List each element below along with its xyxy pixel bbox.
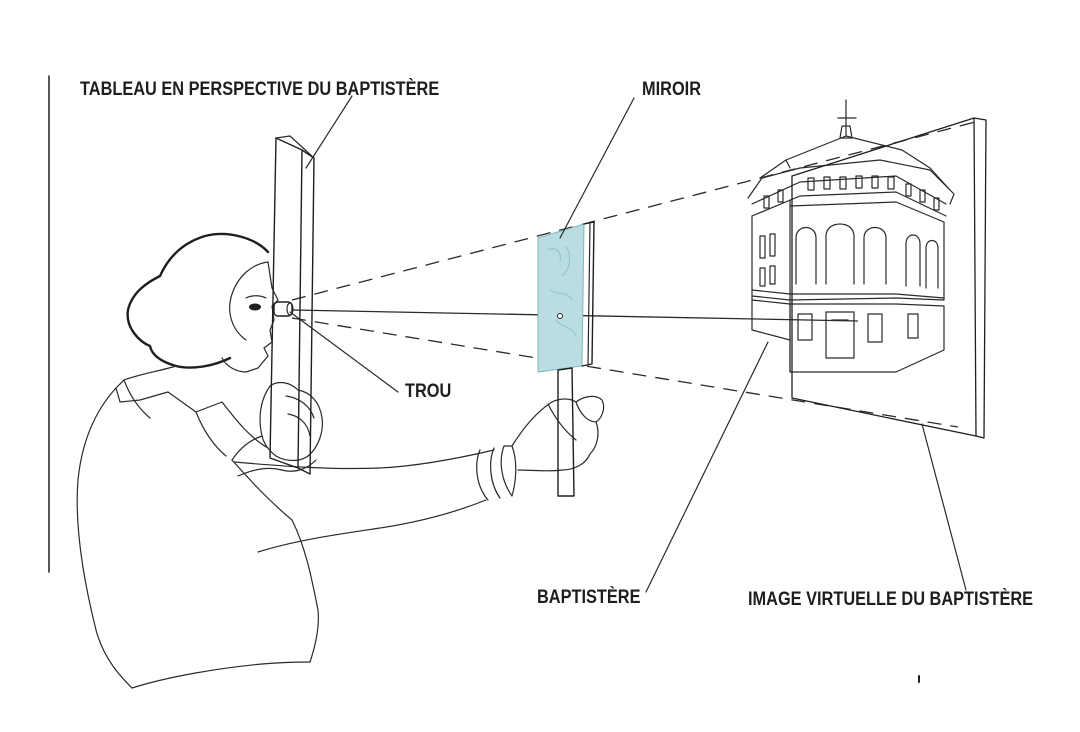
mirror-handle (557, 367, 575, 497)
observer-back (76, 387, 133, 689)
observer-left-fingers (285, 395, 315, 437)
observer-collar (115, 365, 269, 449)
lower-doors (797, 311, 919, 359)
perspective-painting-panel (269, 135, 315, 475)
mirror-reflection-marks (547, 245, 577, 337)
virtual-image-panel (791, 117, 987, 439)
observer-hair-inner (229, 261, 269, 341)
mirror-frame-edge (587, 222, 591, 366)
leader-baptistere (645, 341, 769, 593)
mirror (537, 221, 595, 497)
observer-bottom (131, 661, 311, 689)
peephole-opening (286, 302, 294, 316)
baptistery-lower (789, 303, 945, 373)
observer-figure (76, 232, 605, 689)
baptistery-cross (837, 99, 857, 139)
attic-windows (763, 175, 940, 211)
baptistery-attic (751, 175, 947, 217)
mirror-frame (581, 221, 595, 367)
baptistery-roof-eave (747, 159, 955, 205)
leader-tableau (305, 95, 353, 169)
observer-left-hand (259, 381, 323, 462)
peephole-tube (273, 301, 293, 317)
observer-right-hand (511, 395, 605, 472)
ray-top-dashed (291, 121, 976, 301)
observer-eye (249, 303, 261, 311)
sight-rays (291, 121, 976, 428)
observer-front (231, 459, 319, 663)
main-arches (795, 223, 939, 289)
leader-lines (289, 95, 967, 593)
leader-trou (289, 311, 399, 393)
label-miroir: MIROIR (642, 79, 702, 100)
label-trou: TROU (405, 381, 452, 402)
baptistery-cornice (751, 289, 945, 307)
observer-right-arm-upper (233, 449, 495, 470)
leader-image-virtuelle (921, 423, 967, 591)
panel-side (297, 149, 315, 475)
panel-top (275, 135, 315, 159)
leader-miroir (559, 97, 635, 239)
observer-collar-fold (123, 379, 227, 457)
observer-left-arm (231, 435, 317, 477)
observer-brow (245, 295, 267, 299)
observer-cuff (476, 445, 517, 501)
observer-hair (126, 232, 270, 369)
side-windows (759, 233, 776, 287)
baptistery-building (747, 99, 955, 373)
virtual-panel-edge (973, 117, 987, 439)
observer-right-arm-lower (257, 499, 487, 553)
label-image-virtuelle: IMAGE VIRTUELLE DU BAPTISTÈRE (748, 589, 1034, 610)
mirror-center-hole (557, 313, 563, 319)
label-baptistere: BAPTISTÈRE (537, 587, 641, 608)
mirror-glass (537, 223, 585, 373)
label-tableau-perspective: TABLEAU EN PERSPECTIVE DU BAPTISTÈRE (80, 79, 440, 100)
